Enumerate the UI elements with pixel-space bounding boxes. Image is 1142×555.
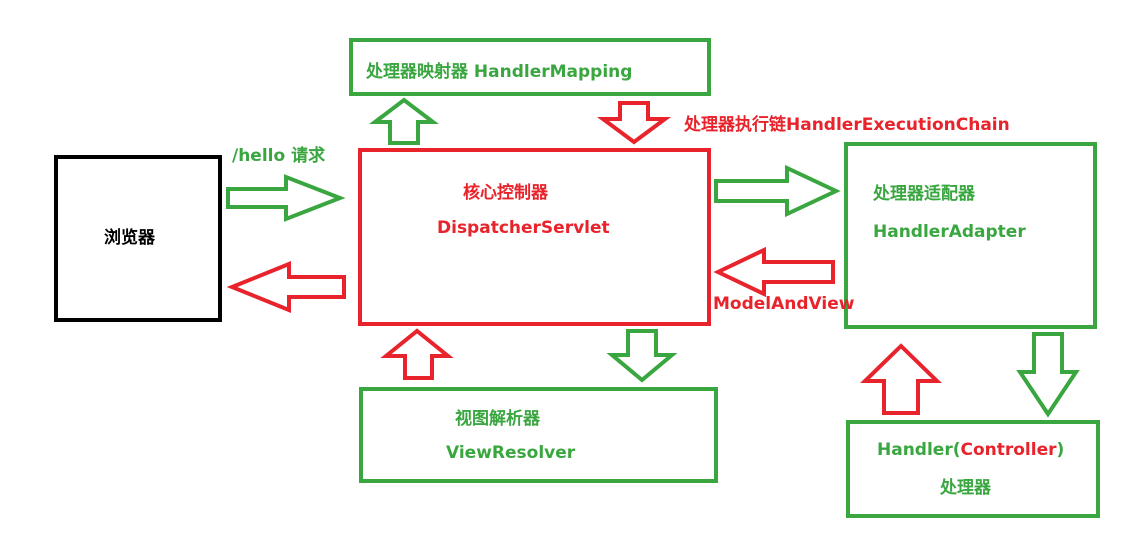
request-label: /hello 请求: [232, 146, 326, 166]
execution-chain-label: 处理器执行链HandlerExecutionChain: [684, 115, 1010, 135]
view-resolver-title: 视图解析器: [455, 409, 540, 429]
browser-label: 浏览器: [104, 228, 155, 248]
handler-adapter-title: 处理器适配器: [873, 184, 975, 204]
model-and-view-arrow: [713, 246, 835, 298]
handler-label: Handler(Controller): [877, 440, 1064, 460]
handler-adapter-subtitle: HandlerAdapter: [873, 222, 1026, 242]
execution-chain-arrow: [596, 101, 672, 145]
handler-mapping-label: 处理器映射器 HandlerMapping: [366, 62, 633, 82]
to-handler-arrow: [1016, 332, 1080, 418]
handler-prefix: Handler(: [877, 440, 961, 460]
dispatcher-subtitle: DispatcherServlet: [437, 218, 610, 238]
to-handler-adapter-arrow: [714, 164, 841, 218]
handler-mapping-box: [349, 38, 711, 96]
handler-subtitle: 处理器: [940, 478, 991, 498]
browser-box: [54, 155, 222, 322]
response-arrow: [226, 261, 346, 313]
handler-controller: Controller: [960, 440, 1057, 460]
handler-suffix: ): [1056, 440, 1065, 460]
model-and-view-label: ModelAndView: [713, 294, 855, 314]
from-view-resolver-arrow: [380, 328, 454, 380]
from-handler-arrow: [860, 343, 942, 415]
dispatcher-servlet-box: [358, 148, 711, 326]
to-handler-mapping-arrow: [369, 97, 439, 145]
view-resolver-subtitle: ViewResolver: [446, 443, 576, 463]
dispatcher-title: 核心控制器: [463, 183, 548, 203]
handler-adapter-box: [844, 142, 1097, 329]
handler-box: [846, 420, 1100, 518]
request-arrow: [226, 174, 346, 222]
view-resolver-box: [359, 387, 718, 483]
to-view-resolver-arrow: [606, 329, 678, 383]
